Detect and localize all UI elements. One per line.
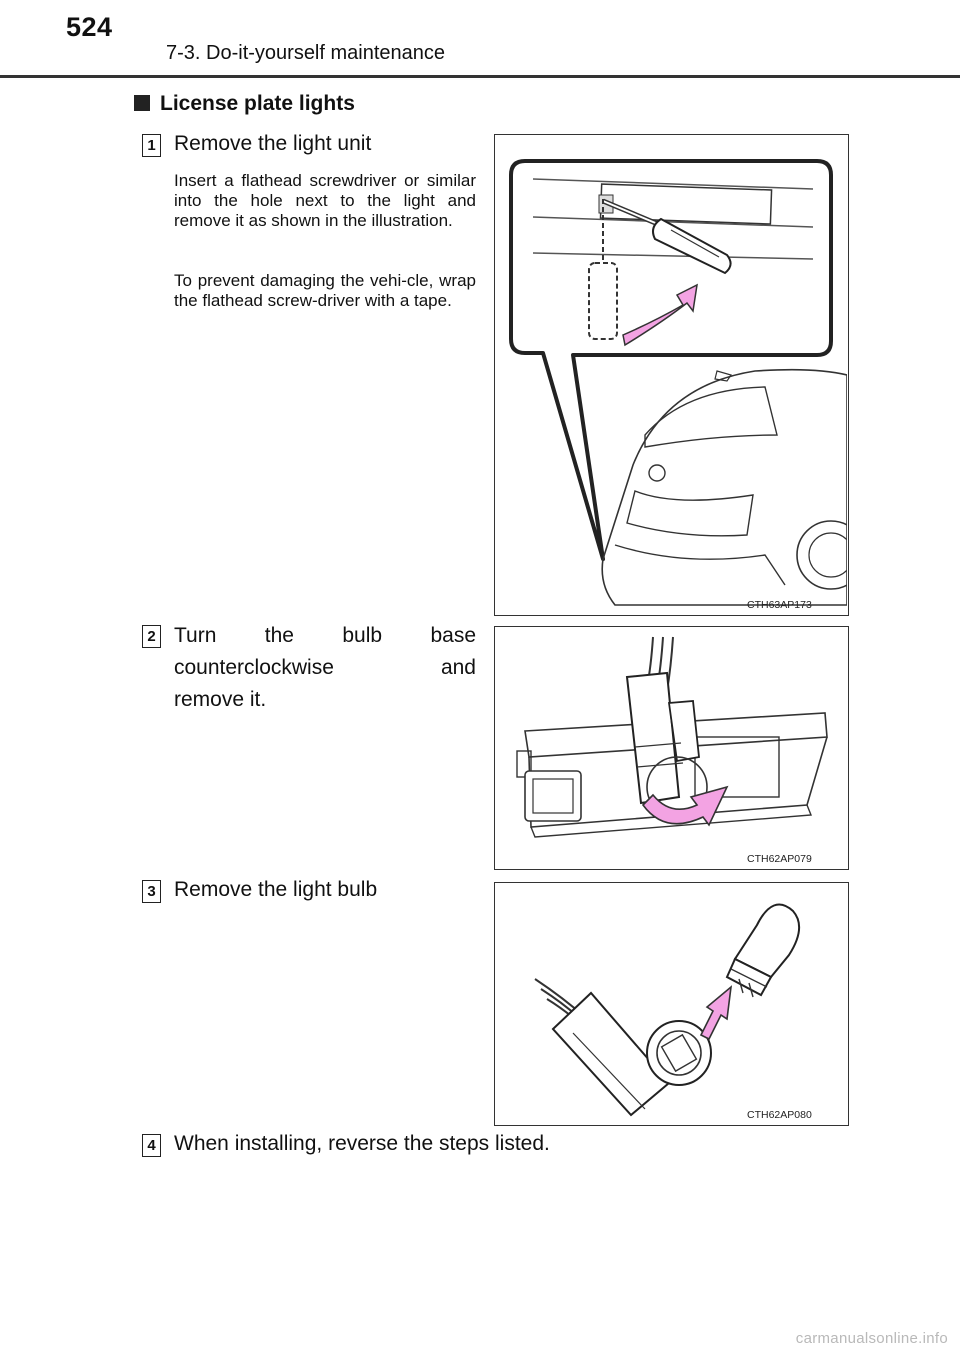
illustration-light-bulb: [534, 903, 800, 1117]
square-bullet-icon: [134, 95, 150, 111]
step-1-note-1: Insert a flathead screwdriver or similar…: [174, 171, 476, 230]
header-rule: [0, 75, 960, 78]
illustration-screwdriver-car: [509, 159, 847, 606]
figure-turn-bulb-base: CTH62AP079: [494, 626, 849, 870]
figure-code-1: CTH63AP173: [747, 599, 812, 611]
figure-code-3: CTH62AP080: [747, 1109, 812, 1121]
step-2-title-line-1: Turn the bulb base: [174, 624, 476, 647]
step-2-number: 2: [142, 625, 161, 648]
step-2-title-line-2: counterclockwise and: [174, 656, 476, 679]
step-1-number: 1: [142, 134, 161, 157]
section-title: 7-3. Do-it-yourself maintenance: [166, 42, 446, 64]
step-2-title-line-3: remove it.: [174, 688, 267, 711]
watermark: carmanualsonline.info: [795, 1330, 948, 1347]
section-heading: License plate lights: [134, 92, 355, 116]
page-number: 524: [66, 12, 113, 42]
figure-remove-light-unit: CTH63AP173: [494, 134, 849, 616]
step-4-title: When installing, reverse the steps liste…: [174, 1132, 550, 1155]
figure-code-2: CTH62AP079: [747, 853, 812, 865]
step-1-note-2: To prevent damaging the vehi-cle, wrap t…: [174, 271, 476, 310]
step-4-number: 4: [142, 1134, 161, 1157]
step-1-title: Remove the light unit: [174, 132, 372, 155]
section-heading-text: License plate lights: [160, 92, 355, 115]
figure-remove-bulb: CTH62AP080: [494, 882, 849, 1126]
illustration-bulb-base: [516, 636, 828, 838]
step-3-number: 3: [142, 880, 161, 903]
step-3-title: Remove the light bulb: [174, 878, 378, 901]
